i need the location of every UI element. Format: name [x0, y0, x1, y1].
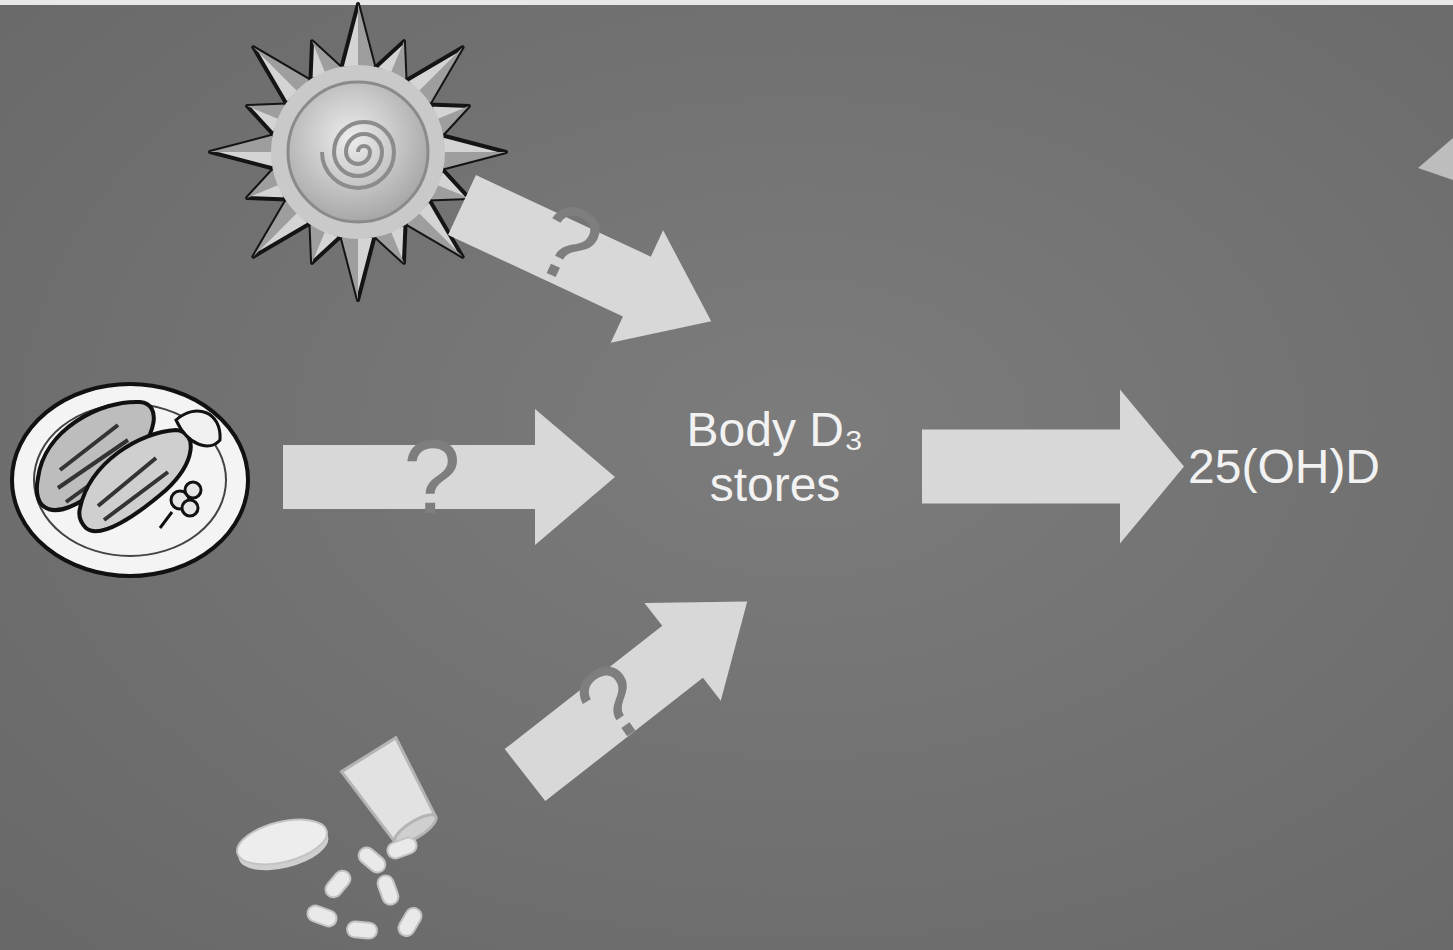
sun-core — [288, 82, 428, 222]
node-label: Body D₃ stores — [650, 402, 900, 512]
text-node: Body D₃ stores — [650, 402, 900, 512]
lemon-slice — [176, 411, 220, 446]
block-arrow — [487, 553, 786, 824]
sun-icon — [210, 4, 506, 300]
block-arrow — [436, 149, 738, 378]
fish-fillet — [79, 430, 191, 531]
top-strip — [0, 0, 1453, 5]
sun-spiral — [322, 122, 394, 188]
supplement-pills-icon — [233, 738, 447, 940]
text-node: 25(OH)D — [1188, 439, 1380, 494]
capsules — [305, 835, 424, 939]
question-mark: ? — [403, 425, 461, 529]
plate — [12, 384, 248, 576]
parsley — [160, 482, 201, 528]
node-label: 25(OH)D — [1188, 439, 1380, 494]
tablet — [233, 811, 333, 878]
light-streak — [1418, 138, 1453, 180]
block-arrow — [922, 390, 1184, 544]
grill-marks — [98, 458, 168, 520]
food-plate-icon — [12, 384, 248, 576]
block-arrow — [283, 409, 615, 545]
sun-body — [271, 65, 445, 239]
pill-cup — [342, 738, 447, 853]
